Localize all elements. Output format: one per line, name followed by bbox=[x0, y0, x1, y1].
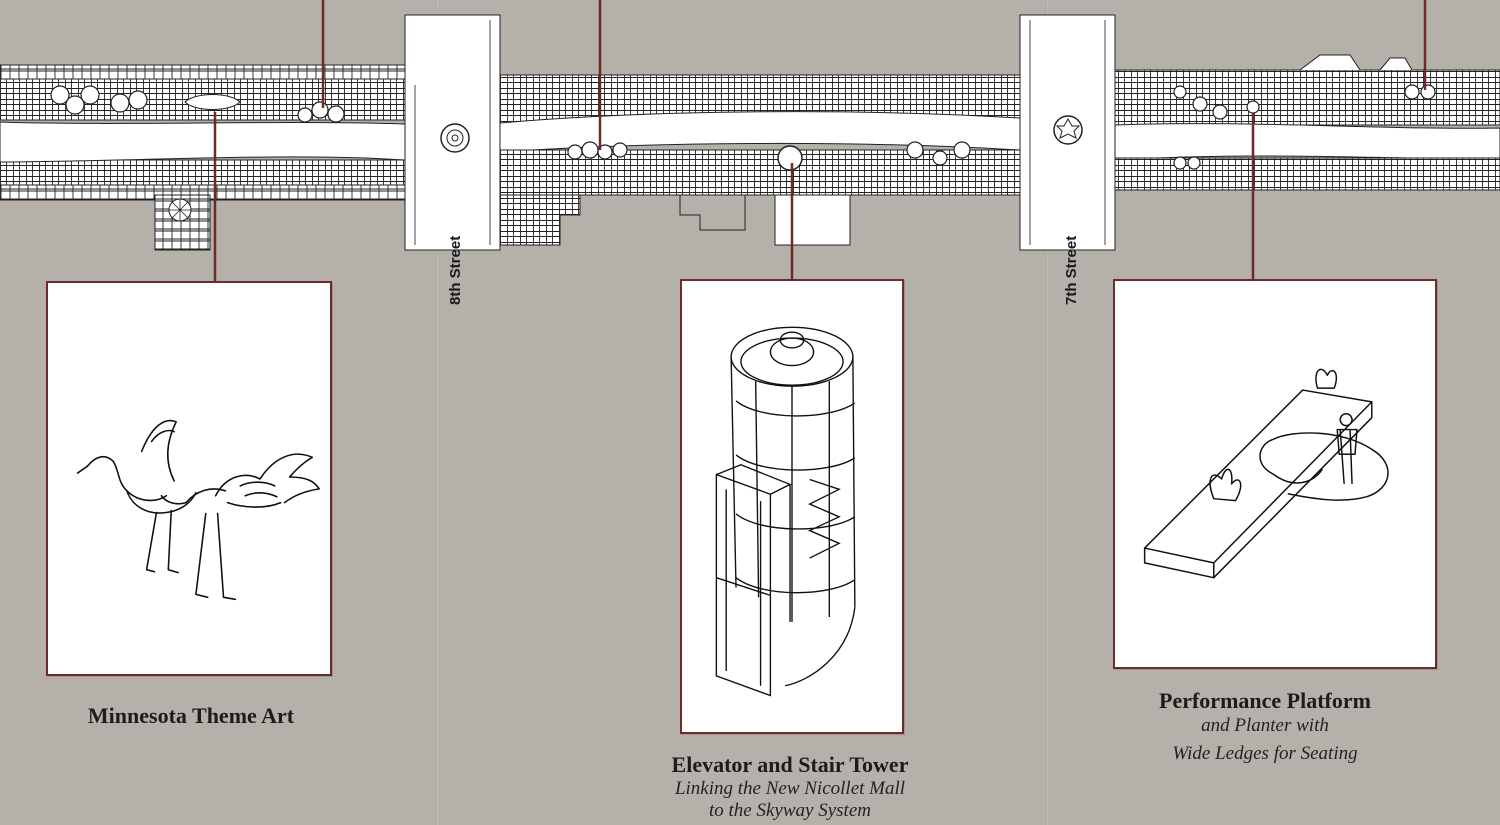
caption-platform-sub-1: and Planter with bbox=[1201, 715, 1329, 736]
street-label-7th: 7th Street bbox=[1063, 235, 1080, 305]
caption-platform: Performance Platform bbox=[1159, 688, 1371, 713]
transit-lane bbox=[0, 121, 406, 163]
tower-card bbox=[680, 279, 904, 734]
mall-site-plan bbox=[0, 14, 1500, 251]
north-sidewalk bbox=[1114, 69, 1500, 126]
caption-tower: Elevator and Stair Tower bbox=[671, 752, 909, 777]
platform-icon bbox=[1143, 368, 1389, 579]
platform-footprint bbox=[1246, 100, 1260, 114]
caption-platform-sub-2: Wide Ledges for Seating bbox=[1172, 743, 1358, 764]
south-sidewalk bbox=[1114, 157, 1500, 191]
tree-planter-group bbox=[50, 84, 1436, 170]
street-label-8th: 8th Street bbox=[447, 235, 464, 305]
tower-footprint bbox=[777, 145, 803, 171]
north-rail bbox=[0, 64, 406, 80]
caption-theme-art: Minnesota Theme Art bbox=[87, 703, 295, 728]
theme-art-footprint bbox=[184, 94, 241, 110]
caption-tower-sub-1: Linking the New Nicollet Mall bbox=[674, 778, 906, 799]
theme-art-card bbox=[46, 281, 332, 676]
platform-card bbox=[1113, 279, 1437, 669]
cranes-icon bbox=[76, 419, 320, 601]
medallion-7th bbox=[1053, 115, 1083, 145]
fold-crease bbox=[436, 0, 438, 825]
medallion-8th bbox=[440, 123, 470, 153]
tower-icon bbox=[715, 326, 856, 697]
fold-crease bbox=[1046, 0, 1048, 825]
caption-tower-sub-2: to the Skyway System bbox=[709, 800, 871, 821]
